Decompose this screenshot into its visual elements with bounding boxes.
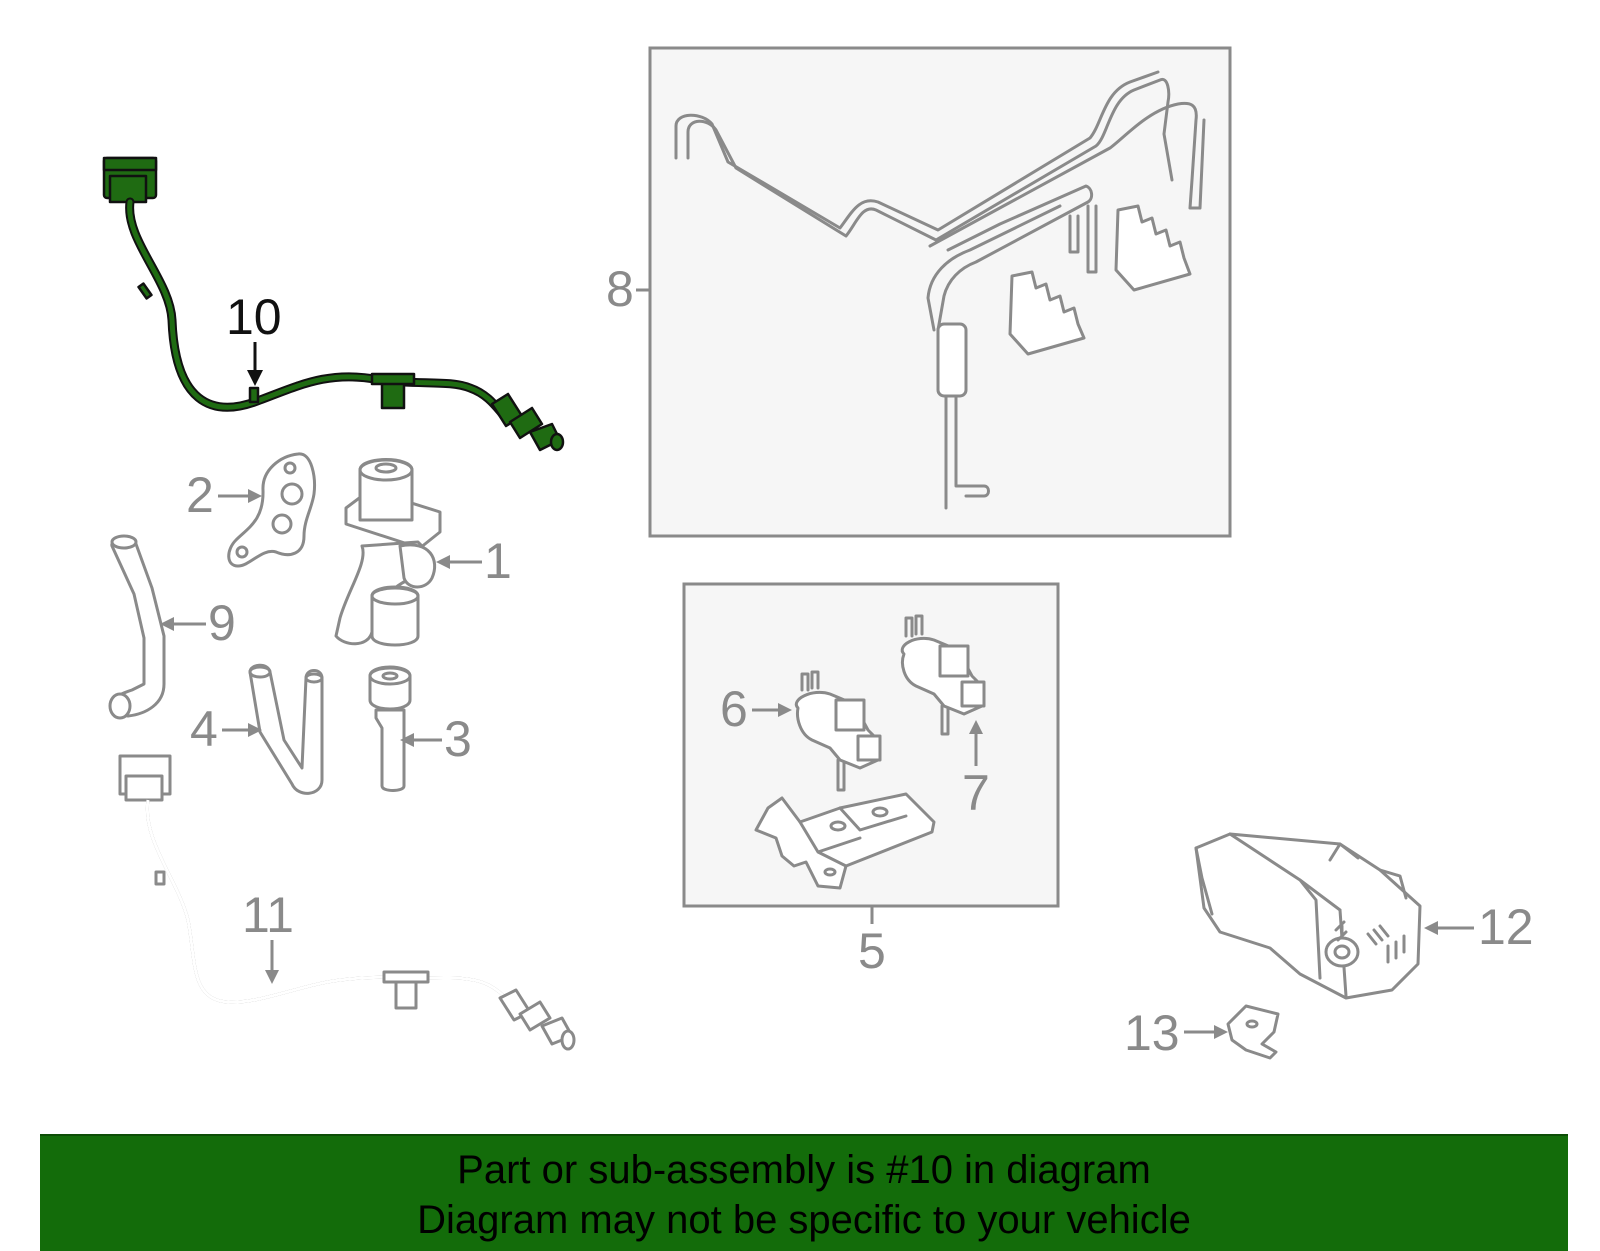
svg-text:12: 12 xyxy=(1478,899,1534,955)
part-2-gasket[interactable] xyxy=(227,452,316,568)
callout-11: 11 xyxy=(242,887,294,984)
callout-10: 10 xyxy=(226,289,282,386)
svg-text:10: 10 xyxy=(226,289,282,345)
banner-line-2: Diagram may not be specific to your vehi… xyxy=(417,1198,1191,1242)
svg-text:11: 11 xyxy=(242,887,294,943)
part-4-v-hose[interactable] xyxy=(248,663,324,795)
part-10-oxygen-sensor[interactable] xyxy=(102,156,565,452)
svg-text:1: 1 xyxy=(484,533,512,589)
svg-text:4: 4 xyxy=(190,701,218,757)
callout-9: 9 xyxy=(160,595,236,651)
svg-text:7: 7 xyxy=(962,765,990,821)
svg-text:2: 2 xyxy=(186,467,214,523)
callout-8: 8 xyxy=(606,261,650,317)
svg-text:9: 9 xyxy=(208,595,236,651)
callout-3: 3 xyxy=(400,711,472,767)
callout-7: 7 xyxy=(962,720,990,821)
callout-13: 13 xyxy=(1124,1005,1228,1061)
part-13-bracket[interactable] xyxy=(1226,1004,1280,1060)
svg-text:6: 6 xyxy=(720,681,748,737)
callout-2: 2 xyxy=(186,467,262,523)
svg-text:3: 3 xyxy=(444,711,472,767)
part-9-hose[interactable] xyxy=(108,534,166,720)
info-banner: Part or sub-assembly is #10 in diagram D… xyxy=(40,1134,1568,1251)
svg-text:8: 8 xyxy=(606,261,634,317)
callout-1: 1 xyxy=(436,533,512,589)
callout-4: 4 xyxy=(190,701,262,757)
part-12-canister[interactable] xyxy=(1194,832,1422,1000)
callout-6: 6 xyxy=(720,681,792,737)
svg-text:5: 5 xyxy=(858,923,886,979)
part-7-solenoid[interactable] xyxy=(900,614,986,736)
part-8-tube-assembly[interactable] xyxy=(648,46,1232,538)
svg-text:13: 13 xyxy=(1124,1005,1180,1061)
part-6-solenoid[interactable] xyxy=(794,670,882,792)
part-1-valve[interactable] xyxy=(334,458,442,647)
part-3-fitting[interactable] xyxy=(368,665,412,792)
callout-12: 12 xyxy=(1424,899,1534,955)
part-11-oxygen-sensor[interactable] xyxy=(118,754,576,1051)
banner-line-1: Part or sub-assembly is #10 in diagram xyxy=(457,1148,1151,1192)
callout-5: 5 xyxy=(858,906,886,979)
